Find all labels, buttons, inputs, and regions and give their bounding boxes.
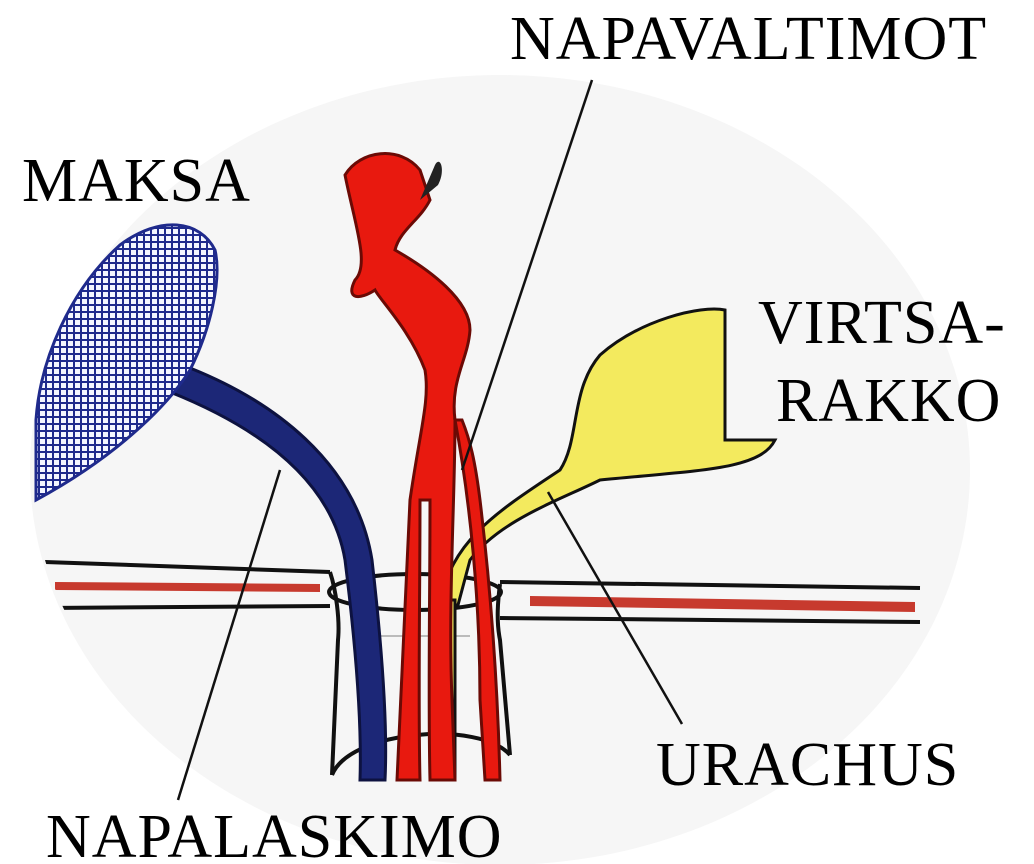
label-virtsarakko-line1: VIRTSA- <box>758 292 1006 354</box>
label-napavaltimot: NAPAVALTIMOT <box>510 8 987 70</box>
label-urachus: URACHUS <box>656 734 959 796</box>
label-maksa: MAKSA <box>22 150 251 212</box>
label-virtsarakko-line2: RAKKO <box>776 370 1001 432</box>
label-napalaskimo: NAPALASKIMO <box>46 806 503 864</box>
